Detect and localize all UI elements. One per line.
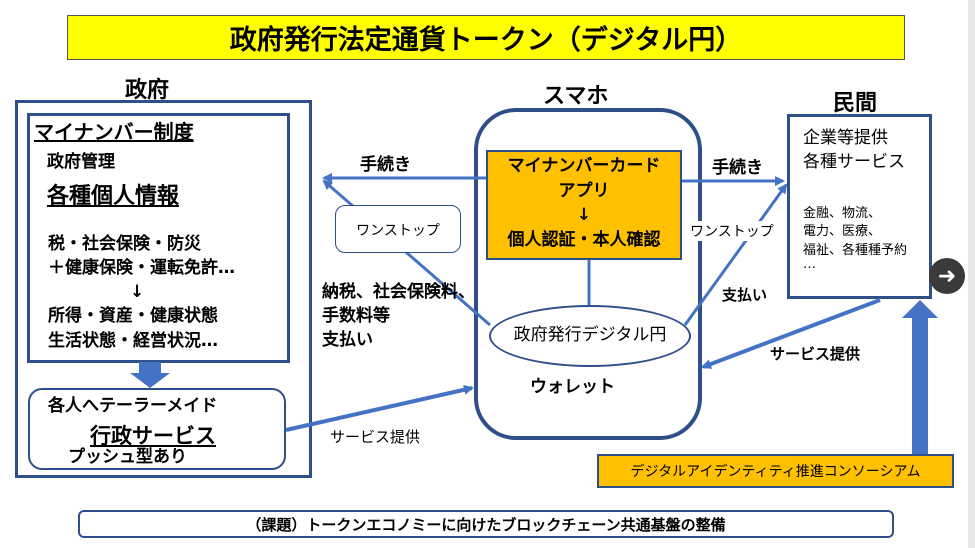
tailored-service-box bbox=[28, 388, 286, 470]
consortium-box: デジタルアイデンティティ推進コンソーシアム bbox=[597, 454, 954, 488]
tax-label-line3: 支払い bbox=[322, 330, 373, 350]
tax-payment-arrow bbox=[322, 179, 491, 327]
digital-yen-label: 政府発行デジタル円 bbox=[513, 325, 667, 345]
private-line1: 企業等提供 bbox=[803, 128, 888, 148]
issue-footer: （課題）トークンエコノミーに向けたブロックチェーン共通基盤の整備 bbox=[78, 510, 894, 538]
service-provide-bottom-label: サービス提供 bbox=[330, 428, 421, 446]
private-detail: 福祉、各種種予約 bbox=[803, 243, 908, 258]
one-stop-left-label: ワンストップ bbox=[356, 223, 440, 239]
tax-label-line2: 手数料等 bbox=[322, 306, 390, 326]
info-line: ＋健康保険・運転免許… bbox=[48, 258, 235, 278]
private-line2: 各種サービス bbox=[803, 152, 905, 172]
service-provide-bottom-arrow bbox=[285, 384, 474, 432]
service-provide-right-label: サービス提供 bbox=[770, 345, 861, 363]
info-arrow: ↓ bbox=[130, 282, 145, 302]
government-heading: 政府 bbox=[125, 78, 170, 103]
private-detail: 電力、医療、 bbox=[803, 224, 882, 239]
info-line: 税・社会保険・防災 bbox=[48, 234, 201, 254]
admin-service-label: 行政サービス bbox=[90, 424, 216, 448]
next-slide-button[interactable]: ➜ bbox=[929, 258, 965, 294]
personal-info-label: 各種個人情報 bbox=[47, 184, 180, 209]
private-detail: 金融、物流、 bbox=[803, 206, 882, 221]
gov-mgmt-label: 政府管理 bbox=[47, 152, 115, 172]
one-stop-right-label: ワンストップ bbox=[690, 221, 774, 241]
tailored-service-line1: 各人へテーラーメイド bbox=[48, 396, 218, 416]
my-number-system-title: マイナンバー制度 bbox=[34, 120, 194, 144]
smartphone-heading: スマホ bbox=[543, 84, 609, 109]
one-stop-left-box bbox=[335, 205, 461, 253]
tax-label-line1: 納税、社会保険料、 bbox=[322, 282, 475, 302]
scroll-edge bbox=[968, 0, 975, 548]
page-title: 政府発行法定通貨トークン（デジタル円） bbox=[67, 15, 905, 60]
card-arrow: ↓ bbox=[576, 205, 592, 225]
digital-yen-ellipse bbox=[489, 305, 691, 367]
arrow-right-icon: ➜ bbox=[937, 263, 957, 289]
pay-right-label: 支払い bbox=[722, 286, 768, 304]
info-line: 生活状態・経営状況… bbox=[48, 331, 218, 351]
government-outer-box bbox=[15, 100, 312, 478]
private-detail: … bbox=[803, 257, 816, 272]
private-heading: 民間 bbox=[833, 91, 878, 116]
private-box bbox=[787, 114, 932, 299]
info-line: 所得・資産・健康状態 bbox=[48, 306, 218, 326]
consortium-up-arrow bbox=[902, 300, 938, 454]
card-line2: アプリ bbox=[558, 181, 610, 201]
procedure-right-label: 手続き bbox=[712, 158, 763, 178]
card-line3: 個人認証・本人確認 bbox=[507, 230, 661, 250]
wallet-label: ウォレット bbox=[530, 377, 615, 397]
procedure-left-label: 手続き bbox=[360, 155, 411, 175]
my-number-system-box bbox=[27, 113, 290, 363]
card-line1: マイナンバーカード bbox=[507, 156, 661, 176]
push-type-label: プッシュ型あり bbox=[68, 447, 187, 467]
